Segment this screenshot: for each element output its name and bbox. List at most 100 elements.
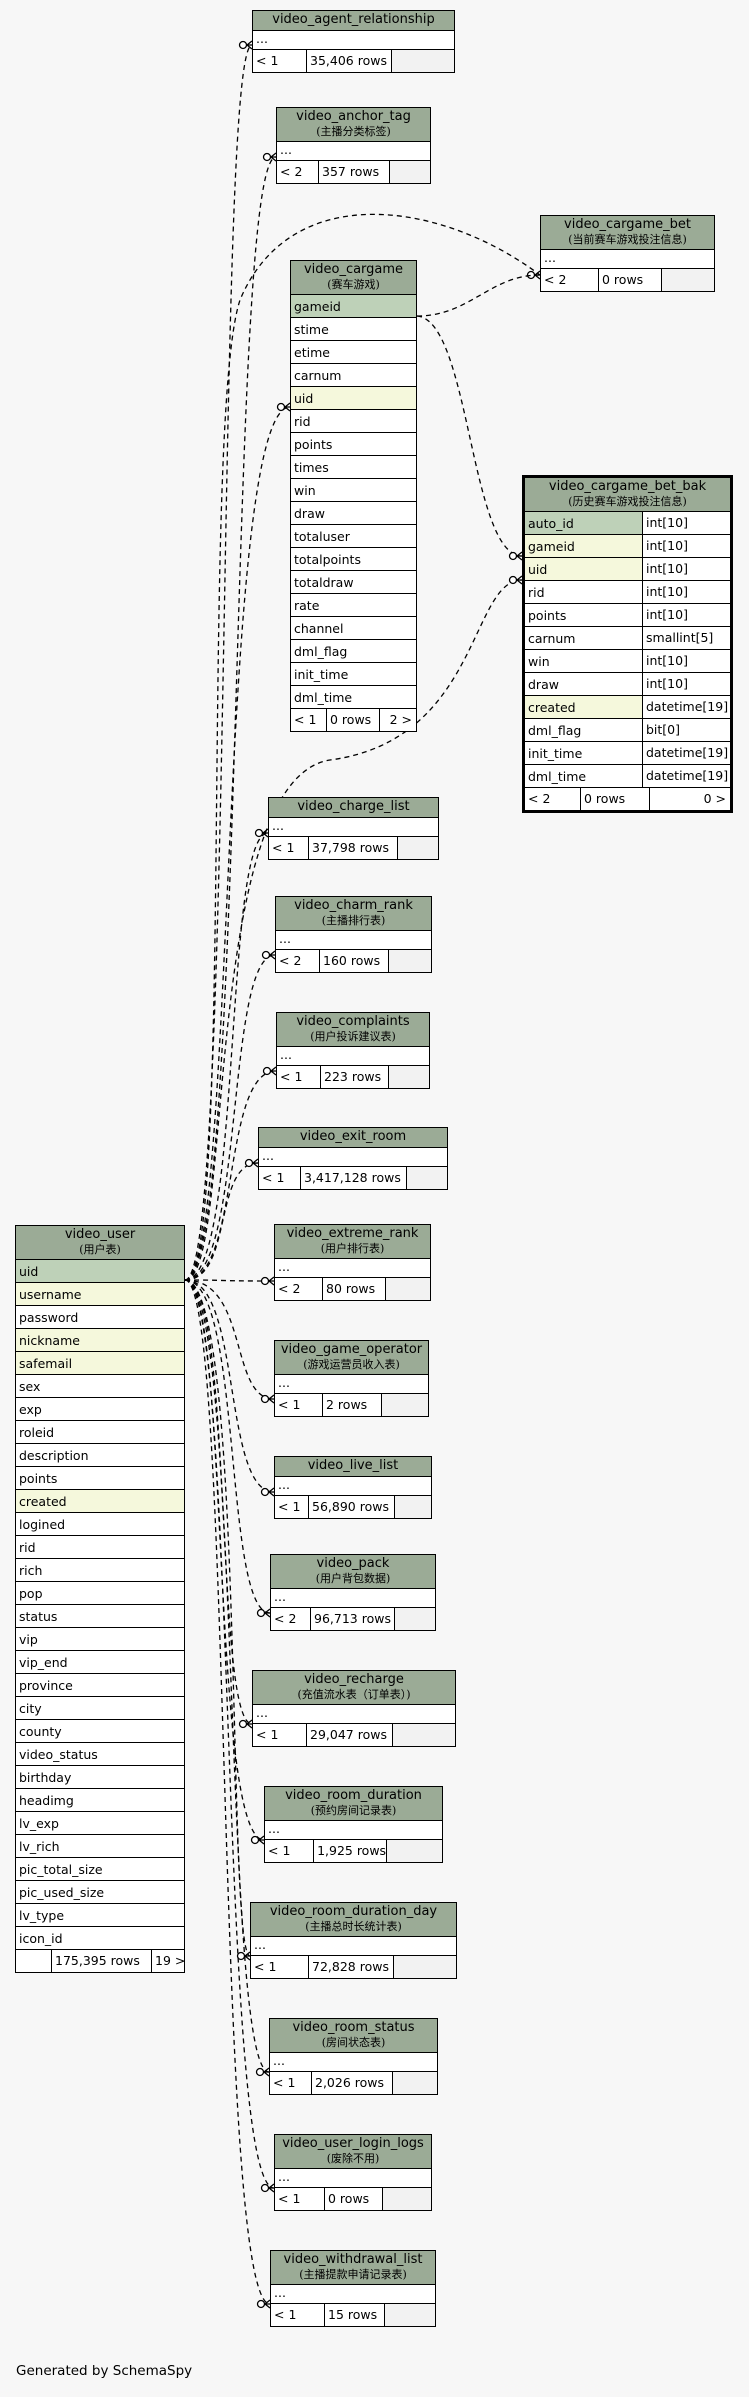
column-row[interactable]: created bbox=[16, 1490, 184, 1513]
table-video-exit-room[interactable]: video_exit_room ... < 1 3,417,128 rows bbox=[258, 1127, 448, 1190]
table-video-user-login-logs[interactable]: video_user_login_logs (废除不用) ... < 1 0 r… bbox=[274, 2134, 432, 2211]
column-row[interactable]: stime bbox=[291, 318, 416, 341]
column-row[interactable]: times bbox=[291, 456, 416, 479]
children-count[interactable]: < 1 bbox=[265, 1840, 315, 1862]
table-video-user[interactable]: video_user (用户表) uid username password n… bbox=[15, 1225, 185, 1973]
children-count[interactable]: < 1 bbox=[271, 2304, 325, 2326]
column-row[interactable]: init_time bbox=[291, 663, 416, 686]
column-row[interactable]: rid bbox=[16, 1536, 184, 1559]
column-row[interactable]: icon_id bbox=[16, 1927, 184, 1950]
parents-count[interactable]: 19 > bbox=[155, 1953, 186, 1968]
table-video-room-duration[interactable]: video_room_duration (预约房间记录表) ... < 1 1,… bbox=[264, 1786, 443, 1863]
children-count[interactable]: < 2 bbox=[271, 1608, 311, 1630]
children-count[interactable]: < 2 bbox=[275, 1278, 323, 1300]
children-count[interactable]: < 1 bbox=[275, 2188, 325, 2210]
children-count[interactable]: < 2 bbox=[541, 269, 599, 291]
column-row[interactable]: birthday bbox=[16, 1766, 184, 1789]
parents-count[interactable]: 0 > bbox=[703, 791, 726, 806]
column-row[interactable]: rich bbox=[16, 1559, 184, 1582]
table-video-room-status[interactable]: video_room_status (房间状态表) ... < 1 2,026 … bbox=[269, 2018, 438, 2095]
column-row[interactable]: description bbox=[16, 1444, 184, 1467]
column-row[interactable]: safemail bbox=[16, 1352, 184, 1375]
children-count[interactable] bbox=[16, 1950, 52, 1972]
table-video-recharge[interactable]: video_recharge (充值流水表（订单表）) ... < 1 29,0… bbox=[252, 1670, 456, 1747]
table-video-live-list[interactable]: video_live_list ... < 1 56,890 rows bbox=[274, 1456, 432, 1519]
children-count[interactable]: < 1 bbox=[270, 2072, 312, 2094]
table-video-room-duration-day[interactable]: video_room_duration_day (主播总时长统计表) ... <… bbox=[250, 1902, 457, 1979]
column-row[interactable]: rate bbox=[291, 594, 416, 617]
children-count[interactable]: < 1 bbox=[269, 837, 309, 859]
column-row[interactable]: sex bbox=[16, 1375, 184, 1398]
column-row[interactable]: pic_total_size bbox=[16, 1858, 184, 1881]
column-row[interactable]: nickname bbox=[16, 1329, 184, 1352]
table-video-game-operator[interactable]: video_game_operator (游戏运营员收入表) ... < 1 2… bbox=[274, 1340, 429, 1417]
column-row[interactable]: points bbox=[291, 433, 416, 456]
table-video-anchor-tag[interactable]: video_anchor_tag (主播分类标签) ... < 2 357 ro… bbox=[276, 107, 431, 184]
column-row[interactable]: dml_flag bbox=[291, 640, 416, 663]
table-video-complaints[interactable]: video_complaints (用户投诉建议表) ... < 1 223 r… bbox=[276, 1012, 430, 1089]
column-row[interactable]: etime bbox=[291, 341, 416, 364]
column-row[interactable]: rid bbox=[291, 410, 416, 433]
column-row[interactable]: vip bbox=[16, 1628, 184, 1651]
column-row[interactable]: totaldraw bbox=[291, 571, 416, 594]
column-row[interactable]: win bbox=[291, 479, 416, 502]
column-row[interactable]: totalpoints bbox=[291, 548, 416, 571]
column-row[interactable]: carnum bbox=[291, 364, 416, 387]
table-video-cargame-bet-bak[interactable]: video_cargame_bet_bak (历史赛车游戏投注信息) auto_… bbox=[522, 475, 733, 813]
column-row[interactable]: uid bbox=[16, 1260, 184, 1283]
children-count[interactable]: < 1 bbox=[251, 1956, 309, 1978]
children-count[interactable]: < 1 bbox=[259, 1167, 301, 1189]
children-count[interactable]: < 1 bbox=[275, 1394, 323, 1416]
table-video-charm-rank[interactable]: video_charm_rank (主播排行表) ... < 2 160 row… bbox=[275, 896, 432, 973]
column-row[interactable]: status bbox=[16, 1605, 184, 1628]
column-row[interactable]: pic_used_size bbox=[16, 1881, 184, 1904]
children-count[interactable]: < 2 bbox=[525, 788, 581, 810]
table-video-cargame-bet[interactable]: video_cargame_bet (当前赛车游戏投注信息) ... < 2 0… bbox=[540, 215, 715, 292]
table-video-agent-relationship[interactable]: video_agent_relationship ... < 1 35,406 … bbox=[252, 10, 455, 73]
table-video-cargame[interactable]: video_cargame (赛车游戏) gameid stime etime … bbox=[290, 260, 417, 732]
column-row[interactable]: totaluser bbox=[291, 525, 416, 548]
column-row[interactable]: lv_rich bbox=[16, 1835, 184, 1858]
column-row[interactable]: uid bbox=[291, 387, 416, 410]
table-video-pack[interactable]: video_pack (用户背包数据) ... < 2 96,713 rows bbox=[270, 1554, 436, 1631]
children-count[interactable]: < 2 bbox=[277, 161, 319, 183]
column-row[interactable]: password bbox=[16, 1306, 184, 1329]
column-row[interactable]: dml_time bbox=[291, 686, 416, 709]
table-video-extreme-rank[interactable]: video_extreme_rank (用户排行表) ... < 2 80 ro… bbox=[274, 1224, 431, 1301]
column-row[interactable]: province bbox=[16, 1674, 184, 1697]
column-row[interactable]: username bbox=[16, 1283, 184, 1306]
column-row[interactable]: points bbox=[16, 1467, 184, 1490]
column-row[interactable]: headimg bbox=[16, 1789, 184, 1812]
column-row[interactable]: draw bbox=[291, 502, 416, 525]
children-count[interactable]: < 1 bbox=[275, 1496, 309, 1518]
children-count[interactable]: < 2 bbox=[276, 950, 320, 972]
column-row[interactable]: city bbox=[16, 1697, 184, 1720]
children-count[interactable]: < 1 bbox=[253, 1724, 307, 1746]
column-row[interactable]: roleid bbox=[16, 1421, 184, 1444]
table-video-charge-list[interactable]: video_charge_list ... < 1 37,798 rows bbox=[268, 797, 439, 860]
children-count[interactable]: < 1 bbox=[253, 50, 307, 72]
children-count[interactable]: < 1 bbox=[291, 709, 327, 731]
column-row[interactable]: channel bbox=[291, 617, 416, 640]
table-video-withdrawal-list[interactable]: video_withdrawal_list (主播提款申请记录表) ... < … bbox=[270, 2250, 436, 2327]
column-row[interactable]: video_status bbox=[16, 1743, 184, 1766]
column-row[interactable]: pop bbox=[16, 1582, 184, 1605]
column-row[interactable]: county bbox=[16, 1720, 184, 1743]
column-row[interactable]: gameid bbox=[291, 295, 416, 318]
children-count[interactable]: < 1 bbox=[277, 1066, 321, 1088]
column-row[interactable]: vip_end bbox=[16, 1651, 184, 1674]
column-row[interactable]: logined bbox=[16, 1513, 184, 1536]
parents-count[interactable]: 2 > bbox=[389, 712, 412, 727]
